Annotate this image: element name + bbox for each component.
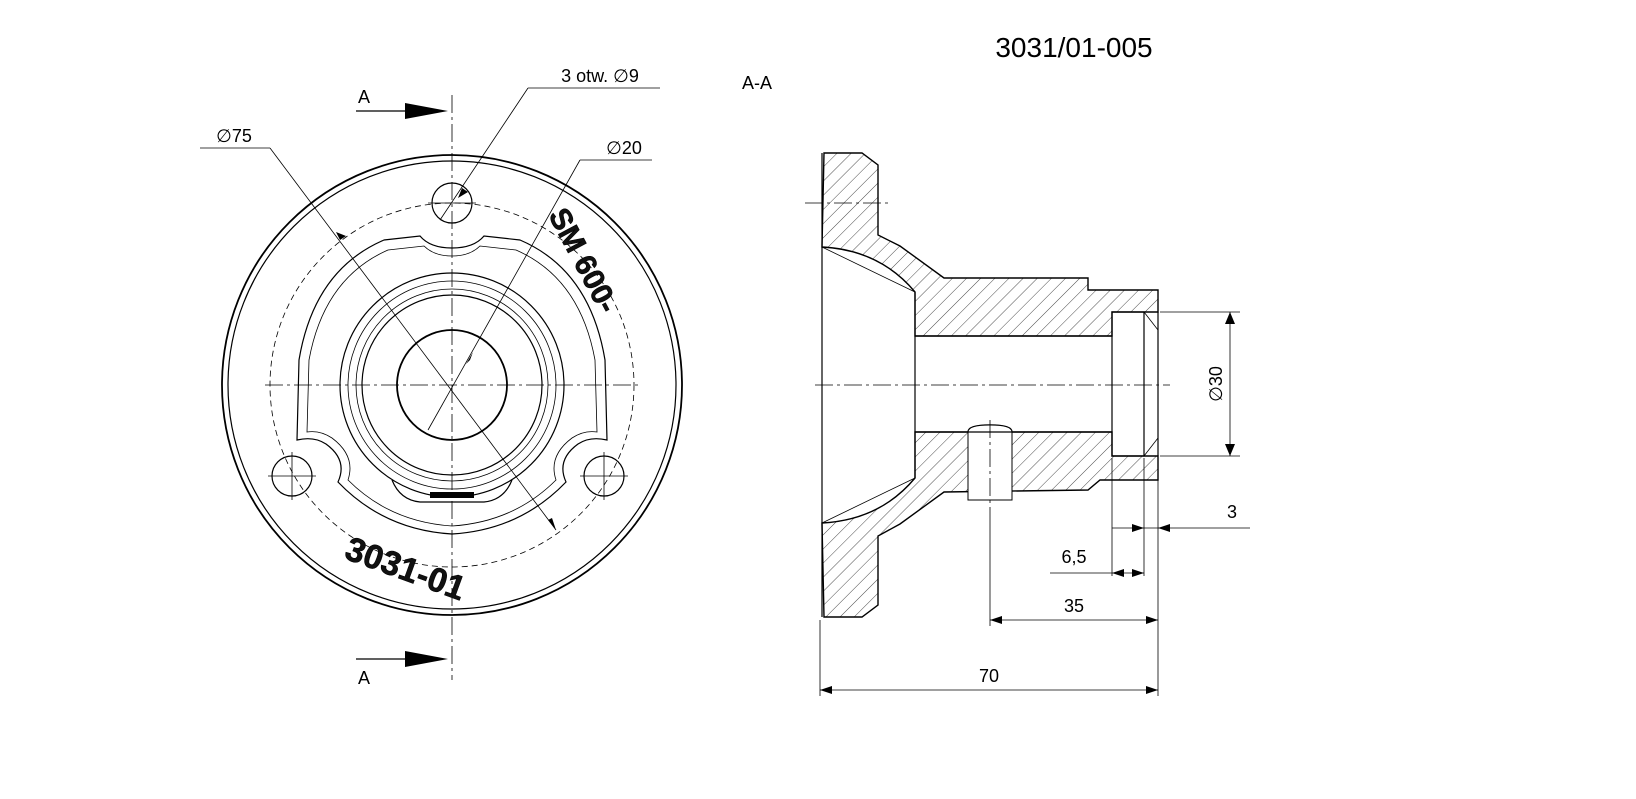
front-view: A A ∅75 ∅20 3 otw. ∅9 [200, 66, 683, 688]
cut-label-bottom: A [358, 668, 370, 688]
cone-inner-top [821, 246, 916, 293]
length-label: 35 [1064, 596, 1084, 616]
recess-contour-inner [306, 245, 598, 527]
section-view: ∅30 3 6,5 35 [805, 152, 1250, 696]
dimension-bore-diameter: ∅20 [427, 138, 652, 431]
outer-diameter-label: ∅75 [216, 126, 252, 146]
cut-label-top: A [358, 87, 370, 107]
cone-inner-bottom [821, 477, 916, 524]
cut-arrow-top: A [356, 87, 448, 119]
dimension-length: 35 [990, 596, 1158, 624]
section-title: A-A [742, 73, 772, 93]
bolt-hole-left [268, 452, 316, 500]
counterbore-chamfer-b [1143, 437, 1159, 457]
cut-arrow-bottom: A [356, 651, 448, 688]
dimension-holes: 3 otw. ∅9 [439, 66, 660, 221]
drawing-number: 3031/01-005 [995, 32, 1152, 63]
bolt-hole-right [580, 452, 628, 500]
counterbore-chamfer [1143, 311, 1159, 331]
dimension-groove: 3 [1112, 502, 1250, 532]
overall-length-label: 70 [979, 666, 999, 686]
recess-contour [296, 235, 608, 535]
dimension-recess: 6,5 [1050, 547, 1144, 577]
recess-label: 6,5 [1061, 547, 1086, 567]
holes-note-label: 3 otw. ∅9 [561, 66, 639, 86]
counterbore-groove [1111, 311, 1145, 457]
groove-label: 3 [1227, 502, 1237, 522]
bore-diameter-label: ∅20 [606, 138, 642, 158]
counterbore-diameter-label: ∅30 [1206, 366, 1226, 402]
dimension-counterbore: ∅30 [1160, 311, 1240, 457]
dimension-outer-diameter: ∅75 [200, 126, 557, 531]
dimension-overall-length: 70 [820, 666, 1158, 694]
section-upper-body [821, 152, 1159, 337]
